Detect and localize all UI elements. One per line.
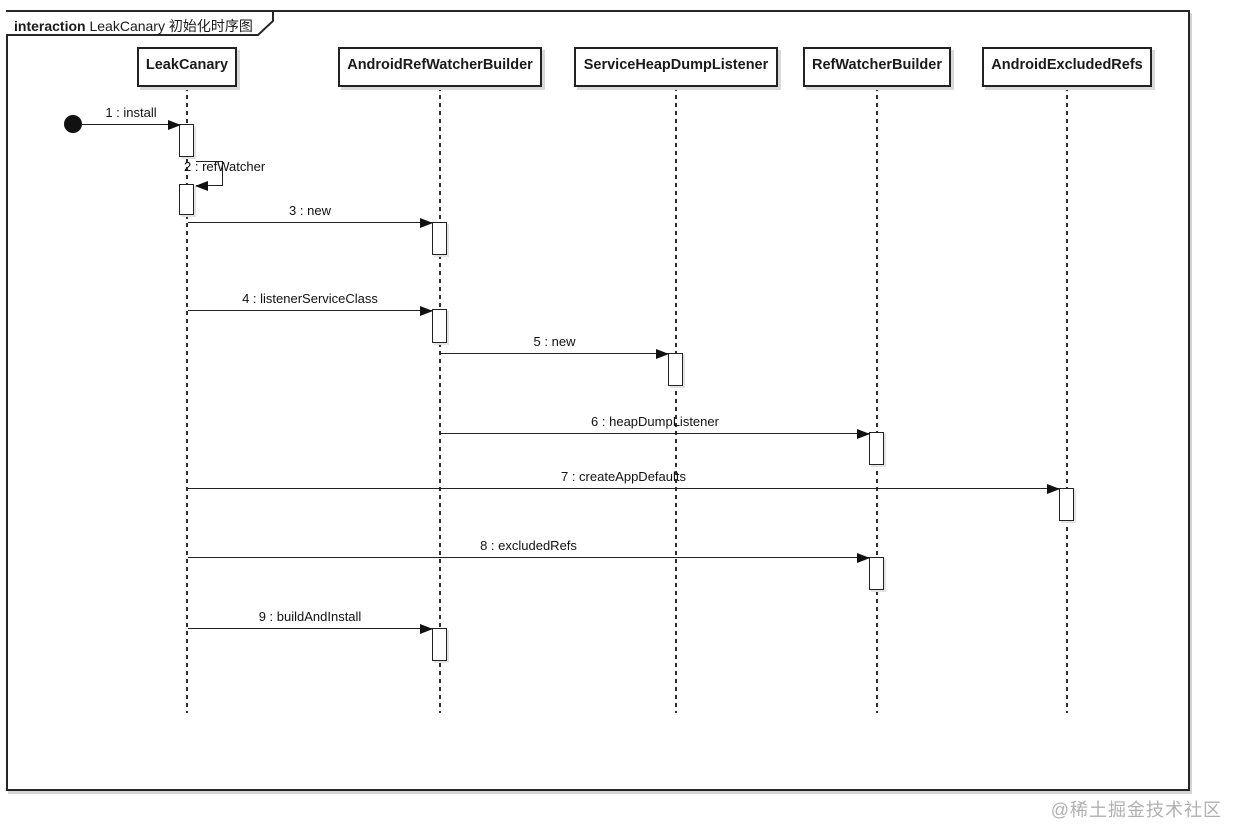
message-label: 1 : install xyxy=(105,105,157,120)
message-label: 6 : heapDumpListener xyxy=(591,414,719,429)
activation-bar xyxy=(869,557,884,590)
diagram-frame xyxy=(6,10,1190,791)
message-label: 4 : listenerServiceClass xyxy=(242,291,378,306)
lifeline-serviceheapdumplistener xyxy=(675,87,677,713)
arrowhead-icon xyxy=(420,217,433,228)
arrowhead-icon xyxy=(420,305,433,316)
participant-androidrefwatcherbuilder: AndroidRefWatcherBuilder xyxy=(338,47,542,87)
arrowhead-icon xyxy=(168,119,181,130)
activation-bar xyxy=(668,353,683,386)
arrowhead-icon xyxy=(857,428,870,439)
participant-serviceheapdumplistener: ServiceHeapDumpListener xyxy=(574,47,778,87)
activation-bar xyxy=(179,124,194,157)
frame-keyword: interaction xyxy=(14,18,86,34)
arrow-line xyxy=(188,488,1059,489)
arrowhead-icon xyxy=(1047,483,1060,494)
arrowhead-icon xyxy=(857,552,870,563)
start-node-icon xyxy=(64,115,82,133)
message-refwatcher-self-loop xyxy=(195,161,223,191)
activation-bar xyxy=(179,184,194,215)
frame-title: interaction LeakCanary 初始化时序图 xyxy=(14,16,253,36)
arrowhead-icon xyxy=(420,623,433,634)
participant-refwatcherbuilder: RefWatcherBuilder xyxy=(803,47,951,87)
arrowhead-icon xyxy=(195,181,208,191)
lifeline-androidexcludedrefs xyxy=(1066,87,1068,713)
arrowhead-icon xyxy=(656,348,669,359)
activation-bar xyxy=(869,432,884,465)
frame-title-pentagon: interaction LeakCanary 初始化时序图 xyxy=(6,10,276,36)
frame-title-text: LeakCanary 初始化时序图 xyxy=(89,18,253,34)
pentagon-shape-icon xyxy=(6,10,274,36)
arrow-line xyxy=(441,353,668,354)
message-label: 2 : refWatcher xyxy=(184,159,266,174)
participant-leakcanary: LeakCanary xyxy=(137,47,237,87)
arrow-line xyxy=(441,433,869,434)
participant-androidexcludedrefs: AndroidExcludedRefs xyxy=(982,47,1152,87)
lifeline-androidrefwatcherbuilder xyxy=(439,87,441,713)
activation-bar xyxy=(432,309,447,343)
activation-bar xyxy=(432,222,447,255)
arrow-line xyxy=(188,628,432,629)
message-label: 3 : new xyxy=(289,203,331,218)
message-label: 9 : buildAndInstall xyxy=(258,609,362,624)
activation-bar xyxy=(432,628,447,661)
message-label: 5 : new xyxy=(533,334,576,349)
lifeline-refwatcherbuilder xyxy=(876,87,878,713)
activation-bar xyxy=(1059,488,1074,521)
message-label: 7 : createAppDefaults xyxy=(560,469,687,484)
arrow-line xyxy=(188,310,432,311)
arrow-line xyxy=(188,557,869,558)
arrow-line xyxy=(188,222,432,223)
message-label: 8 : excludedRefs xyxy=(480,538,577,553)
lifeline-leakcanary xyxy=(186,87,188,713)
watermark-text: @稀土掘金技术社区 xyxy=(1050,800,1222,820)
arrow-line xyxy=(82,124,180,125)
